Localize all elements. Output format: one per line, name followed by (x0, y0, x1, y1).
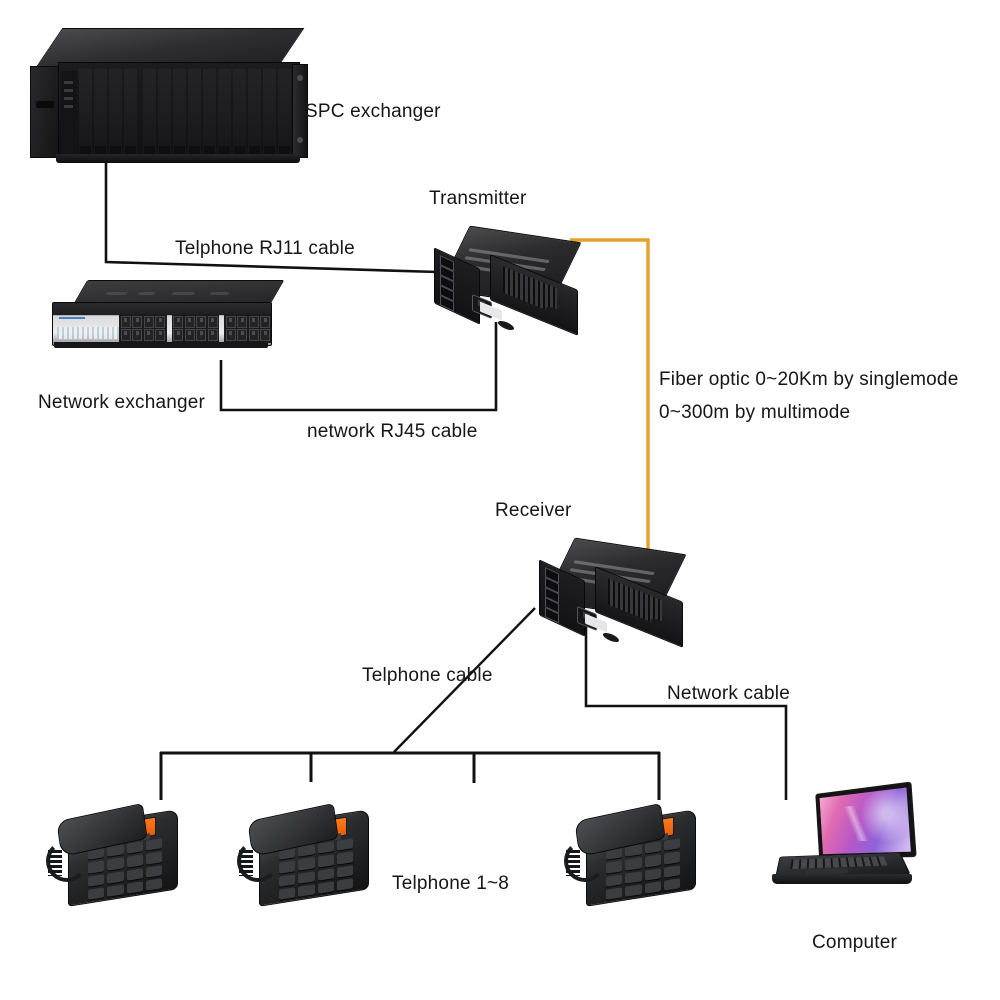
device-receiver[interactable] (533, 537, 698, 652)
device-telephone-1[interactable] (42, 796, 182, 907)
device-network-exchanger[interactable] (52, 280, 285, 360)
switch-rj45-port-array[interactable] (119, 314, 271, 343)
label-telephone-cable: Telphone cable (362, 665, 493, 686)
label-receiver: Receiver (495, 500, 572, 521)
device-telephone-2[interactable] (233, 796, 373, 907)
switch-port-group (224, 314, 271, 343)
label-network-cable: Network cable (667, 683, 790, 704)
device-telephone-3[interactable] (560, 796, 700, 907)
switch-port-group (119, 314, 167, 343)
switch-front-face (52, 302, 272, 346)
switch-port-group (171, 314, 219, 343)
transmitter-mount-tab (498, 319, 514, 332)
spc-white-card-bank (143, 69, 299, 157)
spc-control-card (61, 71, 77, 151)
device-spc-exchanger[interactable] (30, 28, 310, 163)
label-telephone-range: Telphone 1~8 (392, 873, 510, 894)
device-computer[interactable] (772, 781, 922, 896)
laptop-base (772, 874, 912, 884)
device-transmitter[interactable] (428, 225, 593, 340)
spc-yellow-card-bank (79, 69, 137, 157)
label-fiber-optic-singlemode: Fiber optic 0~20Km by singlemode (659, 369, 959, 390)
receiver-mount-tab (603, 631, 619, 644)
label-spc-exchanger: SPC exchanger (305, 101, 441, 122)
switch-brand-logo (57, 315, 115, 327)
label-computer: Computer (812, 932, 898, 953)
label-network-rj45-cable: network RJ45 cable (307, 421, 478, 442)
spc-base (56, 154, 300, 163)
telephone-cord (237, 840, 279, 882)
telephone-cord (46, 840, 88, 882)
switch-base (54, 342, 268, 348)
label-fiber-optic-multimode: 0~300m by multimode (659, 402, 851, 423)
spc-front-face (58, 62, 300, 159)
laptop-screen (815, 781, 917, 859)
label-telephone-rj11-cable: Telphone RJ11 cable (175, 238, 355, 259)
spc-right-rail (292, 64, 308, 158)
telephone-cord (564, 840, 606, 882)
switch-led-strip (57, 327, 119, 339)
label-transmitter: Transmitter (429, 188, 527, 209)
label-network-exchanger: Network exchanger (38, 392, 206, 413)
